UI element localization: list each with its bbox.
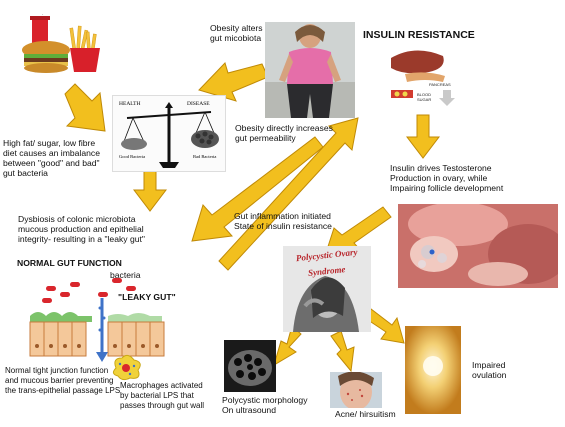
arrow-obesity-to-dysbiosis	[191, 136, 324, 242]
arrow-pcos-to-ovulation	[364, 308, 405, 344]
scale-health-label: HEALTH	[119, 101, 141, 107]
svg-text:SUGAR: SUGAR	[417, 97, 431, 102]
arrow-leaky-to-insulin	[218, 117, 359, 271]
macrophage-image	[112, 354, 141, 381]
junk-food-image	[22, 14, 100, 73]
bacterium	[112, 278, 122, 283]
bacterium	[126, 286, 136, 291]
gut-diagram	[29, 278, 165, 362]
normal-gut-function-label: NORMAL GUT FUNCTION	[17, 258, 122, 268]
polycystic-morphology-text: Polycystic morphology On ultrasound	[222, 395, 308, 415]
obese-woman-photo	[265, 22, 355, 118]
pancreas	[405, 72, 445, 82]
macrophages-text: Macrophages activated by bacterial LPS t…	[120, 381, 205, 410]
acne-hirsuitism-text: Acne/ hirsuitism	[335, 409, 396, 419]
pcos-logo-image: Polycystic Ovary Syndrome	[283, 246, 371, 332]
scale-diagram: HEALTH DISEASE Good Bacteria Bad Bacteri…	[112, 95, 226, 172]
scale-bad-bacteria-label: Bad Bacteria	[193, 154, 216, 159]
impaired-ovulation-text: Impaired ovulation	[472, 360, 507, 380]
ovary-photo	[398, 204, 558, 288]
svg-text:Syndrome: Syndrome	[308, 264, 346, 278]
insulin-resistance-title: INSULIN RESISTANCE	[363, 29, 475, 41]
liver	[391, 50, 444, 74]
scale-good-bacteria-label: Good Bacteria	[119, 154, 145, 159]
high-fat-diet-text: High fat/ sugar, low fibre diet causes a…	[3, 138, 100, 178]
normal-tight-junction-text: Normal tight junction function and mucou…	[5, 366, 121, 395]
follicle-image	[405, 326, 461, 414]
arrow-scale-to-dysbiosis	[132, 169, 168, 212]
bacterium	[42, 298, 52, 303]
blood-vessel	[391, 90, 413, 98]
ultrasound-image	[224, 340, 276, 392]
obesity-alters-text: Obesity alters gut micobiota	[210, 23, 263, 43]
arrow-food-to-scale	[64, 83, 106, 132]
insulin-organs-image: PANCREAS BLOOD SUGAR	[391, 50, 455, 106]
bacterium	[46, 286, 56, 291]
bacteria-label: bacteria	[110, 270, 141, 280]
bacterium	[70, 282, 80, 287]
arrow-pcos-to-ultrasound	[273, 325, 302, 367]
mucus-layer	[30, 312, 92, 322]
gut-inflammation-text: Gut inflammation initiated State of insu…	[234, 211, 332, 231]
acne-face-image	[330, 372, 382, 408]
epithelial-cells	[29, 321, 165, 357]
arrow-pcos-to-acne	[330, 330, 355, 373]
arrow-insulin-to-testosterone	[405, 114, 441, 159]
scale-disease-label: DISEASE	[187, 101, 210, 107]
obesity-permeability-text: Obesity directly increases gut permeabil…	[235, 123, 333, 143]
pancreas-label: PANCREAS	[429, 82, 451, 87]
leaky-gut-label: "LEAKY GUT"	[118, 292, 176, 302]
bacterium	[98, 292, 108, 297]
blood-sugar-label: BLOOD	[417, 92, 431, 97]
insulin-drives-text: Insulin drives Testosterone Production i…	[390, 163, 504, 193]
bacterium	[60, 292, 70, 297]
dysbiosis-text: Dysbiosis of colonic microbiota mucous p…	[18, 214, 145, 244]
